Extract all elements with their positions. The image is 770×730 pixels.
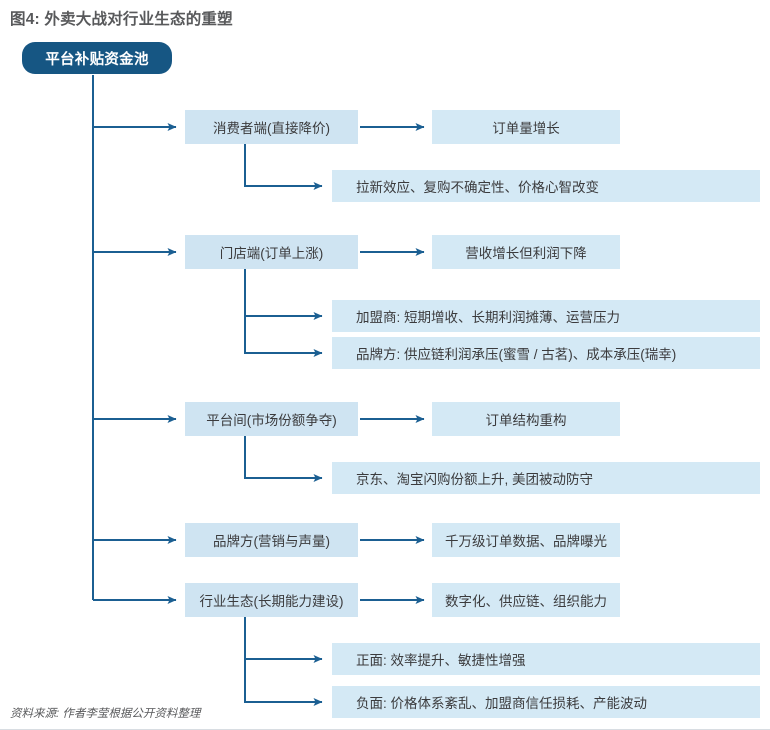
figure-title: 图4: 外卖大战对行业生态的重塑: [10, 11, 233, 28]
outcome-node-4-label: 千万级订单数据、品牌曝光: [445, 534, 607, 549]
root-node[interactable]: 平台补贴资金池: [22, 42, 172, 74]
source-note: 资料来源: 作者李莹根据公开资料整理: [10, 708, 201, 720]
branch-node-4[interactable]: 品牌方(营销与声量): [185, 523, 358, 557]
branch-node-3-label: 平台间(市场份额争夺): [206, 413, 337, 428]
detail-node-5-2-label: 负面: 价格体系紊乱、加盟商信任损耗、产能波动: [356, 696, 648, 711]
branch-node-4-label: 品牌方(营销与声量): [213, 534, 330, 549]
outcome-node-5-label: 数字化、供应链、组织能力: [445, 594, 607, 609]
outcome-node-5[interactable]: 数字化、供应链、组织能力: [432, 583, 620, 617]
detail-node-5-1-label: 正面: 效率提升、敏捷性增强: [356, 653, 526, 668]
detail-node-3-1-label: 京东、淘宝闪购份额上升, 美团被动防守: [356, 472, 594, 487]
outcome-node-2-label: 营收增长但利润下降: [465, 246, 587, 261]
detail-node-5-1[interactable]: 正面: 效率提升、敏捷性增强: [332, 643, 760, 675]
detail-arrow-3a: [244, 436, 323, 482]
outcome-node-2[interactable]: 营收增长但利润下降: [432, 235, 620, 269]
detail-node-2-1[interactable]: 加盟商: 短期增收、长期利润摊薄、运营压力: [332, 300, 760, 332]
detail-arrow-2a: [244, 269, 323, 320]
branch-node-2-label: 门店端(订单上涨): [219, 246, 324, 261]
outcome-node-3[interactable]: 订单结构重构: [432, 402, 620, 436]
detail-node-2-1-label: 加盟商: 短期增收、长期利润摊薄、运营压力: [356, 310, 621, 325]
detail-node-1-1-label: 拉新效应、复购不确定性、价格心智改变: [356, 180, 599, 195]
detail-node-2-2[interactable]: 品牌方: 供应链利润承压(蜜雪 / 古茗)、成本承压(瑞幸): [332, 337, 760, 369]
detail-node-1-1[interactable]: 拉新效应、复购不确定性、价格心智改变: [332, 170, 760, 202]
outcome-node-1-label: 订单量增长: [492, 121, 560, 136]
detail-arrow-5b: [244, 659, 323, 706]
outcome-node-3-label: 订单结构重构: [485, 413, 567, 428]
branch-node-5[interactable]: 行业生态(长期能力建设): [185, 583, 358, 617]
branch-node-5-label: 行业生态(长期能力建设): [199, 594, 344, 609]
detail-node-2-2-label: 品牌方: 供应链利润承压(蜜雪 / 古茗)、成本承压(瑞幸): [356, 347, 677, 362]
root-node-label: 平台补贴资金池: [45, 51, 149, 68]
detail-arrow-1a: [244, 144, 323, 190]
branch-node-3[interactable]: 平台间(市场份额争夺): [185, 402, 358, 436]
detail-arrow-5a: [244, 617, 323, 663]
detail-arrow-2b: [244, 316, 323, 357]
outcome-node-1[interactable]: 订单量增长: [432, 110, 620, 144]
detail-node-3-1[interactable]: 京东、淘宝闪购份额上升, 美团被动防守: [332, 462, 760, 494]
branch-node-1[interactable]: 消费者端(直接降价): [185, 110, 358, 144]
branch-node-1-label: 消费者端(直接降价): [213, 121, 330, 136]
branch-node-2[interactable]: 门店端(订单上涨): [185, 235, 358, 269]
detail-node-5-2[interactable]: 负面: 价格体系紊乱、加盟商信任损耗、产能波动: [332, 686, 760, 718]
outcome-node-4[interactable]: 千万级订单数据、品牌曝光: [432, 523, 620, 557]
